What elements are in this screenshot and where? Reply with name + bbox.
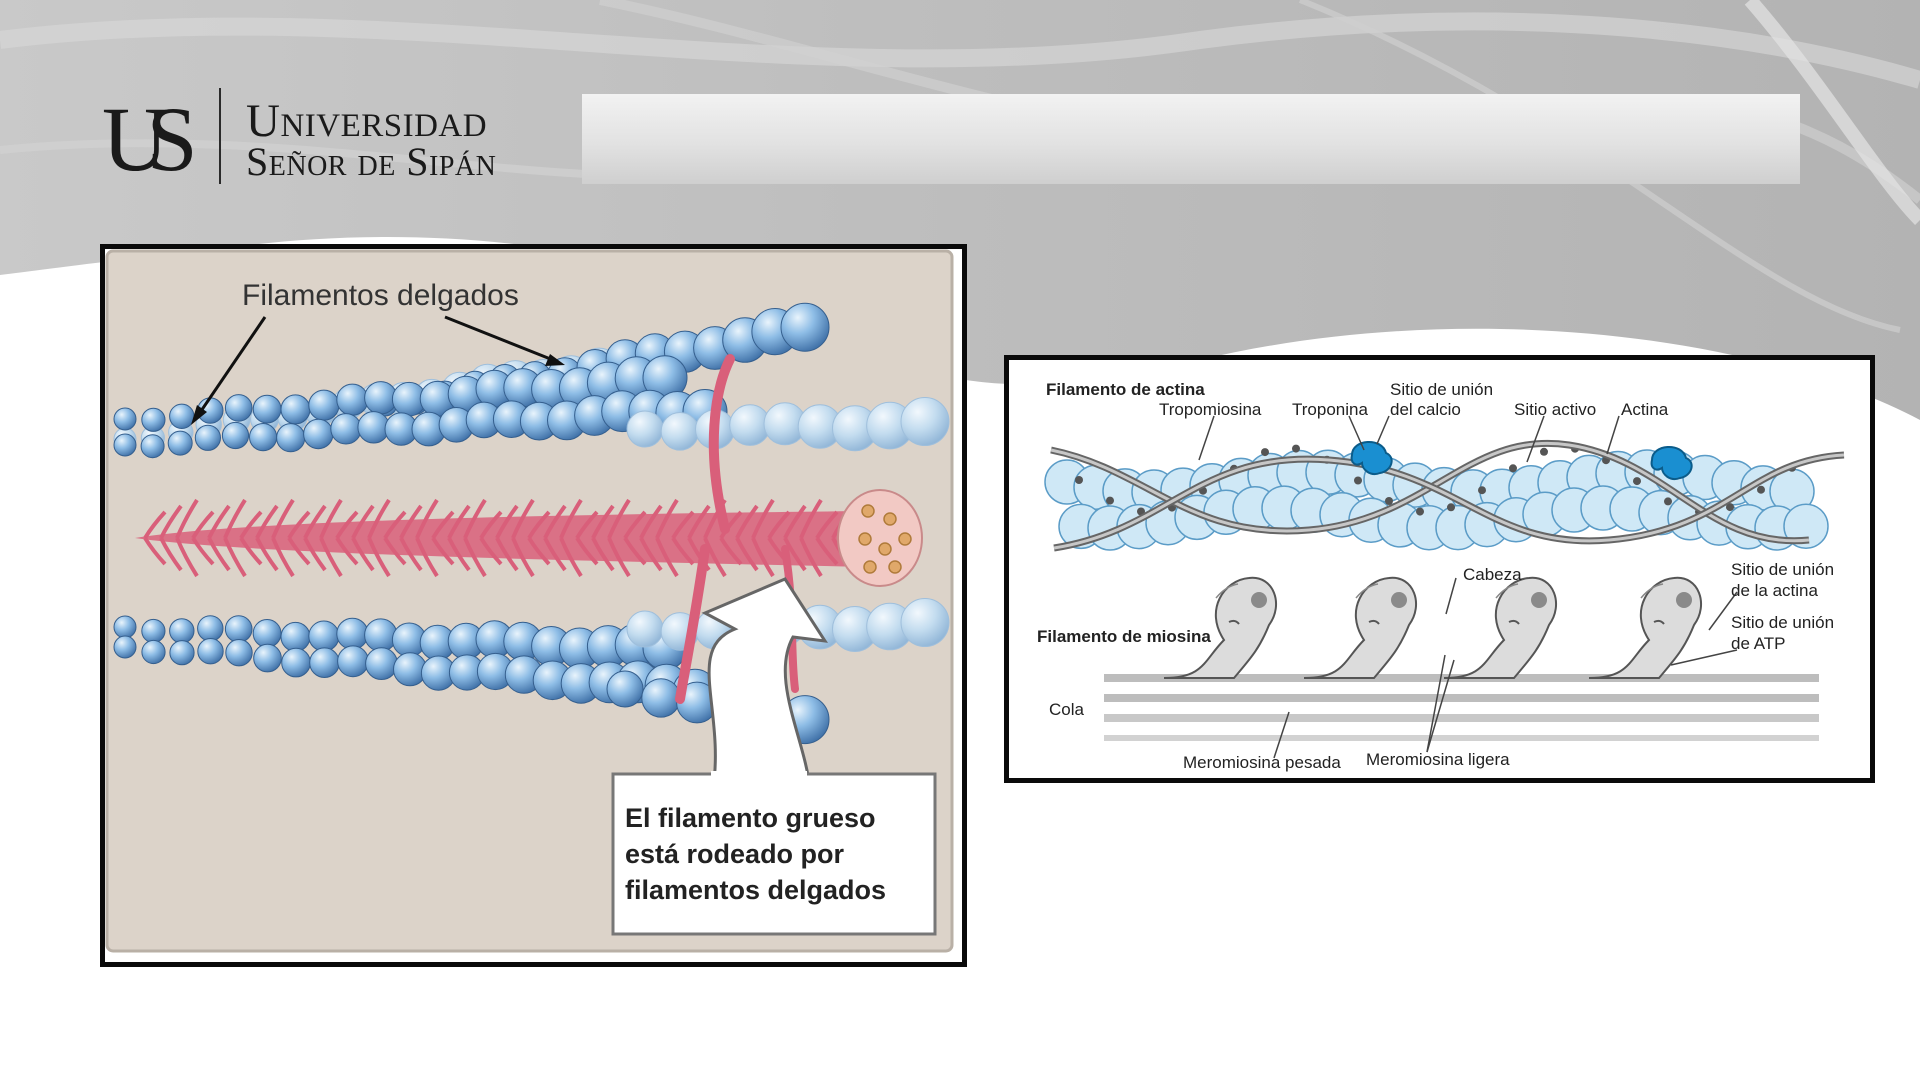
callout-text-line3: filamentos delgados: [625, 875, 886, 905]
logo-divider: [219, 88, 221, 184]
callout-text-line2: está rodeado por: [625, 839, 845, 869]
thin-filaments-label: Filamentos delgados: [242, 279, 519, 312]
heavy-meromyosin-label: Meromiosina pesada: [1183, 753, 1341, 772]
wave-line: [1298, 0, 1901, 333]
logo-name-line1: Universidad: [246, 95, 488, 147]
tropomyosin-label: Tropomiosina: [1159, 400, 1262, 419]
thick-filament-end: [837, 489, 923, 587]
title-bar: [582, 94, 1800, 184]
atp-site-label-line2: de ATP: [1731, 634, 1786, 653]
myosin-filament-label: Filamento de miosina: [1037, 627, 1211, 646]
troponin-label: Troponina: [1292, 400, 1368, 419]
wave-line: [1744, 0, 1920, 225]
troponin-complex-2: [1650, 446, 1693, 480]
active-site-label: Sitio activo: [1514, 400, 1596, 419]
head-label: Cabeza: [1463, 565, 1522, 584]
tail-label: Cola: [1049, 700, 1085, 719]
leader-troponin: [1348, 415, 1365, 451]
actin-binding-site-label-line1: Sitio de unión: [1731, 560, 1834, 579]
actin-myosin-structure-figure: Filamento de actina Tropomiosina Troponi…: [1004, 355, 1875, 783]
arrow-to-thin-filament-right: [444, 315, 554, 362]
myosin-heads: [1163, 576, 1703, 679]
logo-name-line2: Señor de Sipán: [246, 139, 497, 184]
leader-light-meromyosin: [1426, 654, 1446, 753]
thick-thin-filament-figure: Filamentos delgados El filamento grueso …: [100, 244, 967, 967]
callout-text-line1: El filamento grueso: [625, 803, 876, 833]
leader-tropomyosin: [1198, 415, 1215, 461]
leader-calcium-site: [1376, 415, 1390, 445]
university-logo: US Universidad Señor de Sipán: [102, 86, 552, 186]
leader-atp-site: [1670, 649, 1738, 666]
leader-active-site: [1526, 415, 1545, 463]
callout-box: [611, 772, 937, 936]
actin-strand: [1053, 453, 1845, 550]
actin-myosin-diagram: Filamento de actina Tropomiosina Troponi…: [1009, 360, 1870, 778]
leader-head: [1445, 577, 1457, 615]
leader-actin: [1606, 415, 1620, 455]
arrow-to-thin-filament-left: [197, 316, 267, 415]
actin-filament-label: Filamento de actina: [1046, 380, 1205, 399]
light-meromyosin-label: Meromiosina ligera: [1366, 750, 1510, 769]
wave-line: [0, 12, 1920, 89]
arrowhead: [545, 354, 565, 366]
actin-binding-site-label-line2: de la actina: [1731, 581, 1818, 600]
arrowhead: [191, 405, 207, 425]
thick-thin-filament-illustration: Filamentos delgados El filamento grueso …: [105, 249, 962, 962]
actin-thin-filaments: [113, 302, 950, 745]
atp-site-label-line1: Sitio de unión: [1731, 613, 1834, 632]
logo-mark: US: [102, 88, 197, 190]
actin-label: Actina: [1621, 400, 1669, 419]
leader-actin-binding-site: [1708, 591, 1738, 631]
callout-pointer: [701, 577, 829, 791]
calcium-site-label-line1: Sitio de unión: [1390, 380, 1493, 399]
leader-light-meromyosin: [1426, 659, 1455, 753]
calcium-site-label-line2: del calcio: [1390, 400, 1461, 419]
leader-heavy-meromyosin: [1273, 711, 1290, 759]
